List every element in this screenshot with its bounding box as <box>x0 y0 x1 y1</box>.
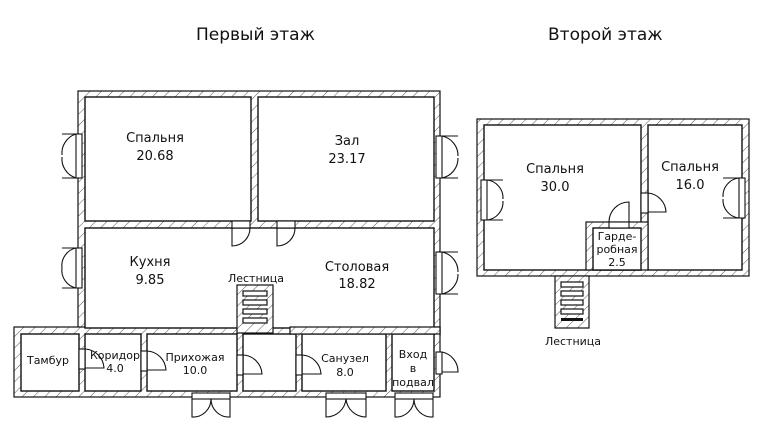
stairs-floor-1 <box>236 284 274 334</box>
door-icon <box>276 220 296 247</box>
room-label: Спальня <box>126 131 184 146</box>
room-bedroom-16 <box>647 124 743 271</box>
room-label: Санузел <box>321 352 369 365</box>
room-corridor <box>84 333 142 392</box>
room-vestibule <box>20 333 80 392</box>
door-icon <box>295 354 322 376</box>
room-label: Кухня <box>130 255 171 270</box>
door-icon <box>140 350 167 372</box>
room-label: Спальня <box>661 160 719 175</box>
door-icon <box>394 392 434 418</box>
room-area: 16.0 <box>676 178 705 193</box>
door-icon <box>191 392 231 418</box>
room-area: 30.0 <box>541 180 570 195</box>
room-area: 8.0 <box>336 366 354 379</box>
room-bedroom-1 <box>84 96 252 222</box>
room-label: подвал <box>392 376 434 389</box>
room-label: Прихожая <box>166 351 225 364</box>
room-area: 9.85 <box>136 273 165 288</box>
room-area: 20.68 <box>136 149 173 164</box>
room-label: Гарде- <box>598 230 637 243</box>
door-icon <box>722 177 746 219</box>
room-wardrobe <box>592 227 642 271</box>
floor-1-title: Первый этаж <box>196 25 315 45</box>
room-area: 23.17 <box>328 152 365 167</box>
stairs-label: Лестница <box>545 335 601 348</box>
door-icon <box>435 251 459 295</box>
door-icon <box>435 351 459 375</box>
door-icon <box>435 135 459 179</box>
room-stair-bottom <box>242 333 297 392</box>
floor-2-title: Второй этаж <box>548 25 663 45</box>
room-area: 2.5 <box>608 256 626 269</box>
room-hall <box>257 96 435 222</box>
door-icon <box>325 392 367 418</box>
room-area: 4.0 <box>106 362 124 375</box>
room-label: робная <box>596 243 637 256</box>
floor-2-plan: Спальня 30.0 Спальня 16.0 Гарде- робная … <box>476 118 750 348</box>
stairs-floor-2 <box>554 275 590 329</box>
door-icon <box>608 201 630 229</box>
stairs-label: Лестница <box>228 272 284 285</box>
room-label: Зал <box>335 134 360 149</box>
room-area: 10.0 <box>183 364 208 377</box>
door-icon <box>78 348 105 370</box>
door-icon <box>480 179 504 221</box>
room-label: в <box>410 362 416 375</box>
room-label: Спальня <box>526 162 584 177</box>
room-label: Тамбур <box>26 354 69 367</box>
door-icon <box>61 247 83 289</box>
floor-1-plan: Спальня 20.68 Зал 23.17 Кухня 9.85 Столо… <box>13 90 459 418</box>
room-label: Столовая <box>325 260 389 275</box>
door-icon <box>640 192 667 214</box>
room-area: 18.82 <box>338 277 375 292</box>
door-icon <box>236 354 263 376</box>
door-icon <box>61 133 83 179</box>
room-basement-entry <box>391 333 435 392</box>
door-icon <box>231 220 251 247</box>
room-label: Коридор <box>90 349 140 362</box>
room-label: Вход <box>399 348 428 361</box>
